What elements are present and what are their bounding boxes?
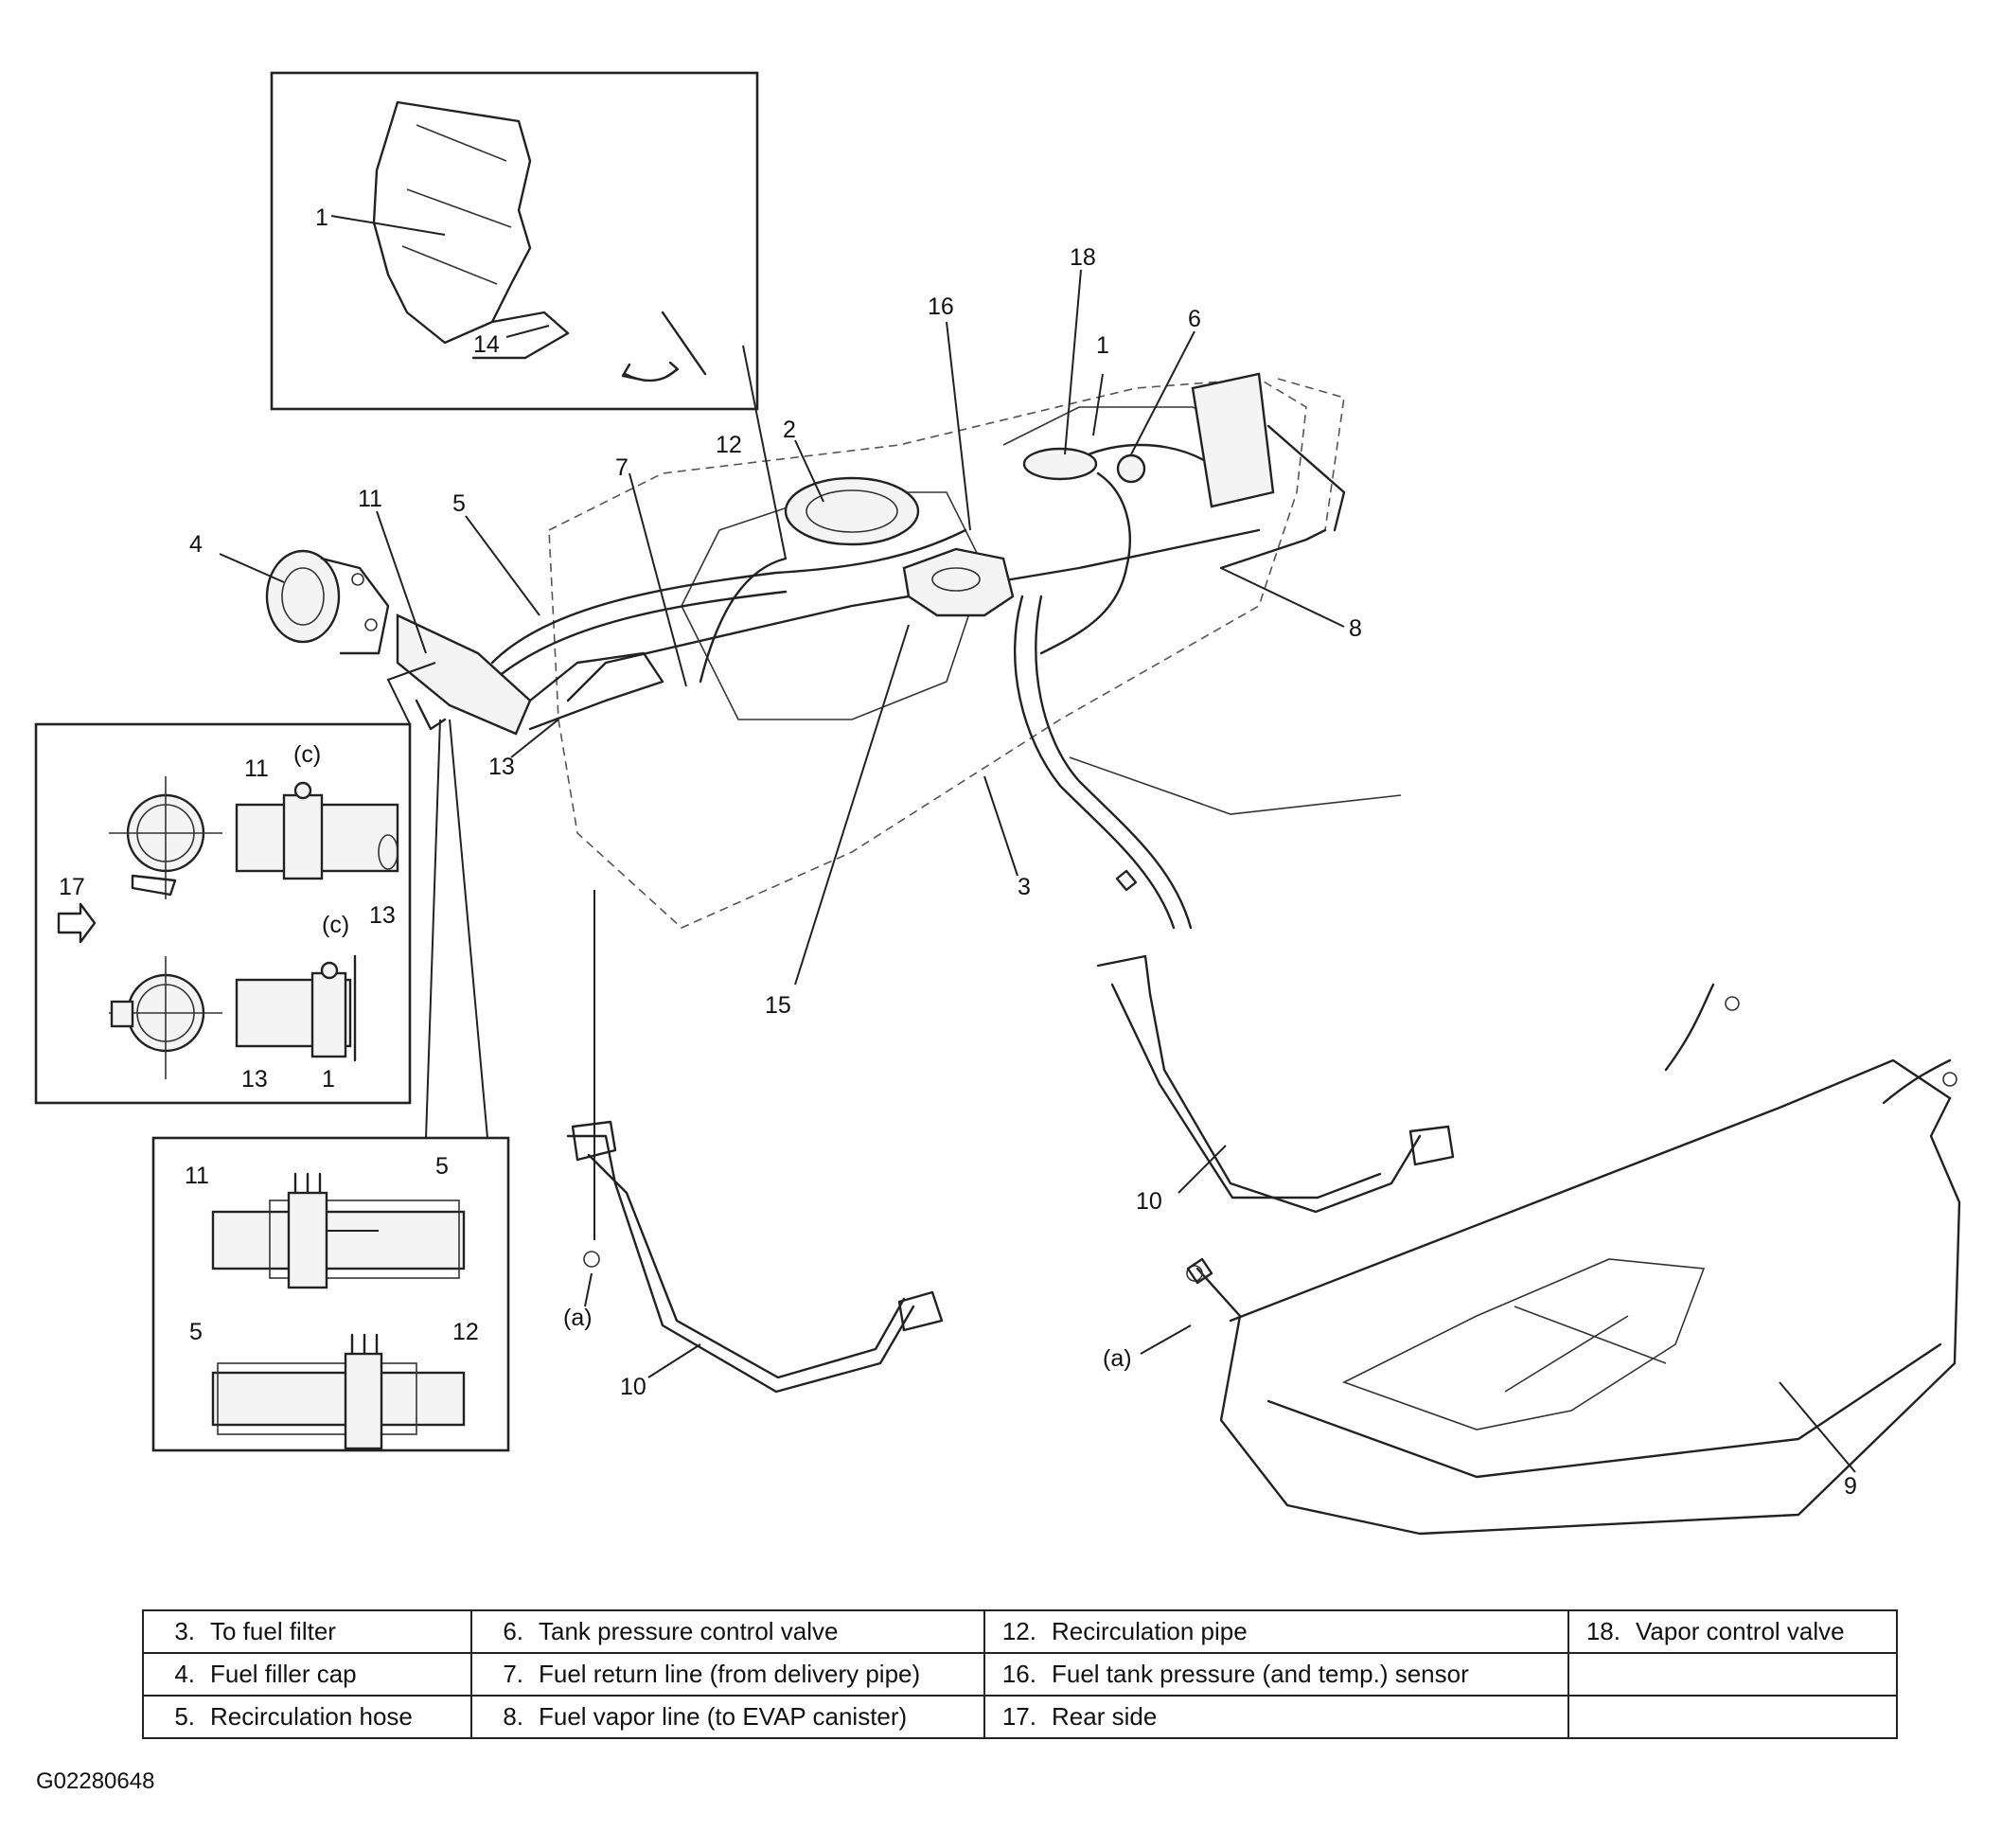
callout-11: 11 — [185, 1163, 209, 1189]
callout-9: 9 — [1844, 1473, 1857, 1500]
figure-id: G02280648 — [36, 1768, 155, 1794]
callout-12: 12 — [452, 1319, 479, 1345]
legend-cell — [1567, 1695, 1898, 1739]
callout-4: 4 — [189, 531, 203, 558]
filler-neck-assembly — [265, 549, 664, 736]
callout-13: 13 — [488, 754, 515, 780]
legend-row: 4.Fuel filler cap 7.Fuel return line (fr… — [142, 1652, 1898, 1697]
legend-cell: 16.Fuel tank pressure (and temp.) sensor — [983, 1652, 1569, 1697]
callout-c: (c) — [322, 912, 349, 938]
legend-cell: 18.Vapor control valve — [1567, 1609, 1898, 1654]
callout-1: 1 — [315, 204, 328, 231]
legend-cell: 8.Fuel vapor line (to EVAP canister) — [470, 1695, 985, 1739]
legend-cell: 12.Recirculation pipe — [983, 1609, 1569, 1654]
tank-protector — [1186, 983, 1961, 1536]
fuel-pump-plate — [784, 476, 1015, 617]
callout-5: 5 — [435, 1153, 449, 1180]
bolts — [1115, 869, 1213, 1285]
callout-3: 3 — [1018, 874, 1031, 900]
callout-15: 15 — [765, 992, 791, 1019]
legend-cell: 6.Tank pressure control valve — [470, 1609, 985, 1654]
callout-a: (a) — [1103, 1345, 1132, 1372]
callout-14: 14 — [473, 331, 500, 358]
callout-10: 10 — [1136, 1188, 1162, 1215]
callout-c: (c) — [293, 741, 321, 768]
fuel-lines — [490, 372, 1346, 930]
legend-row: 5.Recirculation hose 8.Fuel vapor line (… — [142, 1695, 1898, 1739]
inset-recirculation-detail — [151, 719, 510, 1452]
legend-cell: 7.Fuel return line (from delivery pipe) — [470, 1652, 985, 1697]
legend-cell: 4.Fuel filler cap — [142, 1652, 472, 1697]
callout-8: 8 — [1349, 615, 1362, 642]
callout-a: (a) — [563, 1305, 593, 1331]
callout-11: 11 — [244, 755, 269, 782]
tank-straps — [566, 890, 1455, 1394]
callout-18: 18 — [1070, 244, 1096, 271]
callout-13: 13 — [369, 902, 396, 929]
legend-table: 3.To fuel filter 6.Tank pressure control… — [142, 1609, 1898, 1739]
legend-cell: 5.Recirculation hose — [142, 1695, 472, 1739]
callout-12: 12 — [716, 432, 742, 458]
callout-1: 1 — [1096, 332, 1109, 359]
callout-7: 7 — [615, 454, 629, 481]
leader-lines — [219, 269, 1856, 1473]
legend-row: 3.To fuel filter 6.Tank pressure control… — [142, 1609, 1898, 1654]
vapor-control-valve — [1022, 447, 1146, 655]
callout-13: 13 — [241, 1066, 268, 1093]
legend-cell: 17.Rear side — [983, 1695, 1569, 1739]
callout-17: 17 — [59, 874, 85, 900]
legend-cell — [1567, 1652, 1898, 1697]
callout-1: 1 — [322, 1066, 335, 1093]
legend-cell: 3.To fuel filter — [142, 1609, 472, 1654]
callout-6: 6 — [1188, 306, 1201, 332]
fuel-tank — [548, 378, 1402, 929]
callout-11: 11 — [358, 486, 382, 512]
callout-5: 5 — [452, 490, 466, 517]
callout-10: 10 — [620, 1374, 646, 1400]
callout-5: 5 — [189, 1319, 203, 1345]
callout-16: 16 — [928, 293, 954, 320]
callouts: 1 14 4 11 5 7 12 2 16 18 1 6 8 13 3 15 1… — [59, 204, 1857, 1500]
callout-2: 2 — [783, 417, 796, 443]
inset-filler-neck — [270, 71, 759, 411]
inset-clamp-detail — [34, 662, 436, 1105]
